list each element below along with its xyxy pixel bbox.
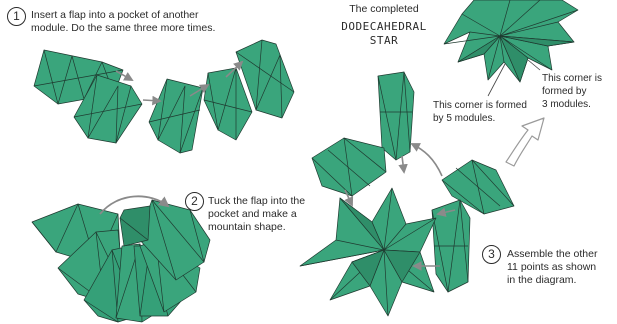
step-3-number: 3 — [482, 245, 501, 264]
step-1-number: 1 — [7, 7, 26, 26]
completed-title-line1: DODECAHEDRAL — [330, 20, 438, 33]
three-modules-note-line3: 3 modules. — [542, 98, 591, 111]
step-2-text-line2: pocket and make a — [208, 208, 297, 221]
completed-caption: The completed — [336, 3, 432, 16]
five-modules-note-line1: This corner is formed — [433, 99, 527, 112]
five-modules-note-line2: by 5 modules. — [433, 112, 495, 125]
step-2-text-line3: mountain shape. — [208, 221, 286, 234]
outline-arrow — [506, 118, 544, 166]
step-3-text-line2: 11 points as shown — [507, 261, 596, 274]
module-c — [149, 79, 203, 153]
module-d — [204, 68, 252, 140]
completed-title-line2: STAR — [330, 34, 438, 47]
step1-module-chain — [34, 40, 294, 153]
three-modules-note-line2: formed by — [542, 85, 586, 98]
step-1-text-line1: Insert a flap into a pocket of another — [31, 9, 199, 22]
step-2-number: 2 — [185, 192, 204, 211]
three-modules-note-line1: This corner is — [542, 72, 602, 85]
step-3-text-line1: Assemble the other — [507, 248, 597, 261]
completed-star — [444, 0, 578, 82]
step-3-text-line3: in the diagram. — [507, 274, 576, 287]
step-2-text-line1: Tuck the flap into the — [208, 195, 305, 208]
step2-module-fan — [32, 200, 210, 322]
step-1-text-line2: module. Do the same three more times. — [31, 22, 215, 35]
